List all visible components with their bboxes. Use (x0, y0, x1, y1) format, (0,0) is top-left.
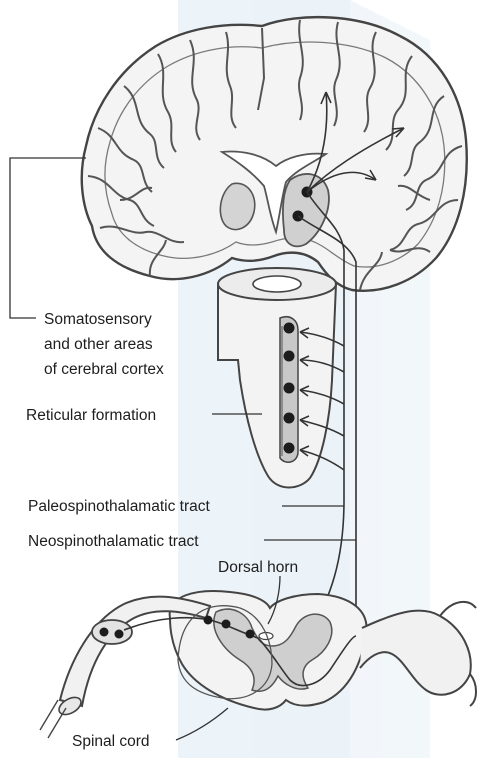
dorsal-root-ganglion (92, 620, 132, 644)
cerebral-aqueduct (253, 276, 301, 292)
cortex-bracket (10, 158, 86, 318)
label-spinal-cord: Spinal cord (72, 733, 150, 750)
label-cortex-line2: and other areas (44, 336, 153, 353)
label-cortex-line3: of cerebral cortex (44, 361, 164, 378)
label-paleospinothalamatic-tract: Paleospinothalamatic tract (28, 498, 210, 515)
basal-ganglia-left (220, 183, 254, 229)
label-reticular-formation: Reticular formation (26, 407, 156, 424)
brain-coronal-section (82, 17, 467, 291)
label-neospinothalamatic-tract: Neospinothalamatic tract (28, 533, 199, 550)
label-dorsal-horn: Dorsal horn (218, 559, 298, 576)
ganglion-neuron-a (100, 628, 109, 637)
ganglion-neuron-b (115, 630, 124, 639)
label-cortex-line1: Somatosensory (44, 311, 152, 328)
